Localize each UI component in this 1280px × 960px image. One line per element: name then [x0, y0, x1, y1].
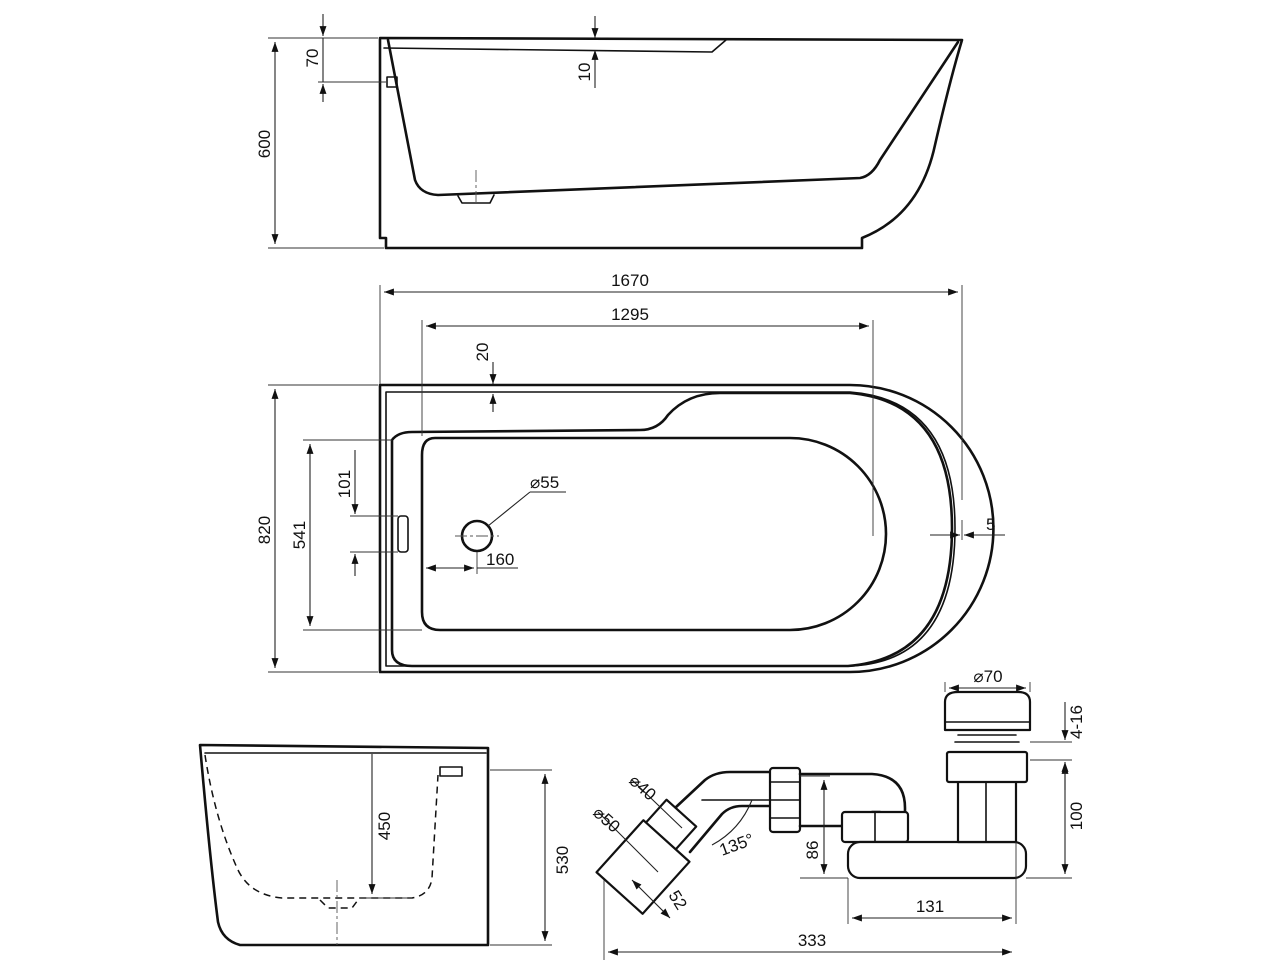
waste-trap-body [846, 840, 1028, 880]
dim-label-55: ⌀55 [530, 473, 559, 492]
top-view [378, 383, 995, 674]
top-view-inner-rim [390, 391, 954, 668]
dim-label-541: 541 [290, 521, 309, 549]
waste-drain-column [956, 778, 1018, 844]
dim-label-50: ⌀50 [589, 803, 623, 837]
side-view-inner-basin [386, 38, 960, 197]
dim-label-450: 450 [375, 812, 394, 840]
dim-label-160: 160 [486, 550, 514, 569]
dim-label-820: 820 [255, 516, 274, 544]
dim-label-333: 333 [798, 931, 826, 950]
side-view-outer-shell [378, 36, 964, 250]
waste-drain-nut [945, 750, 1029, 784]
dim-label-1295: 1295 [611, 305, 649, 324]
side-view-dimensions: 600 70 10 [255, 14, 599, 249]
dim-label-40: ⌀40 [625, 771, 659, 805]
dim-line-55 [487, 491, 531, 527]
top-view-basin [420, 436, 888, 632]
end-view-overflow [439, 766, 463, 777]
dim-label-52: 52 [665, 887, 691, 913]
end-view-hidden-drain [319, 899, 359, 909]
dim-label-100: 100 [1067, 802, 1086, 830]
dim-label-5: 5 [986, 515, 995, 534]
side-view [378, 36, 964, 250]
dim-label-20: 20 [473, 343, 492, 362]
dim-line-50 [597, 811, 659, 873]
end-view-outer-shell [198, 743, 490, 947]
dim-line-52 [631, 879, 671, 919]
end-view [198, 743, 490, 947]
side-view-overflow [386, 76, 398, 88]
dim-arc-135 [711, 799, 753, 846]
top-view-overflow [397, 515, 409, 553]
dim-label-101: 101 [335, 470, 354, 498]
dim-label-1670: 1670 [611, 271, 649, 290]
dim-line-40 [631, 779, 683, 829]
dim-label-4-16: 4-16 [1067, 705, 1086, 739]
top-view-dimensions: 1670 1295 20 820 541 101 ⌀55 160 5 [255, 271, 1005, 673]
dim-label-131: 131 [916, 897, 944, 916]
dim-label-70: 70 [303, 49, 322, 68]
dim-label-10: 10 [575, 63, 594, 82]
dim-label-86: 86 [803, 841, 822, 860]
dim-label-530: 530 [553, 846, 572, 874]
waste-drain-thread [951, 734, 1023, 753]
dim-label-600: 600 [255, 130, 274, 158]
waste-plug-cap [943, 690, 1032, 732]
dim-label-135: 135° [717, 830, 757, 860]
dim-label-70-diameter: ⌀70 [973, 667, 1002, 686]
end-view-hidden-basin [204, 754, 439, 899]
waste-assembly [595, 690, 1032, 915]
top-view-rim-outline [385, 391, 956, 667]
end-view-dimensions: 450 530 [360, 754, 572, 946]
waste-horizontal-pipe [798, 772, 907, 816]
top-view-outer-outline [378, 383, 995, 674]
side-view-rim-line [383, 39, 727, 53]
